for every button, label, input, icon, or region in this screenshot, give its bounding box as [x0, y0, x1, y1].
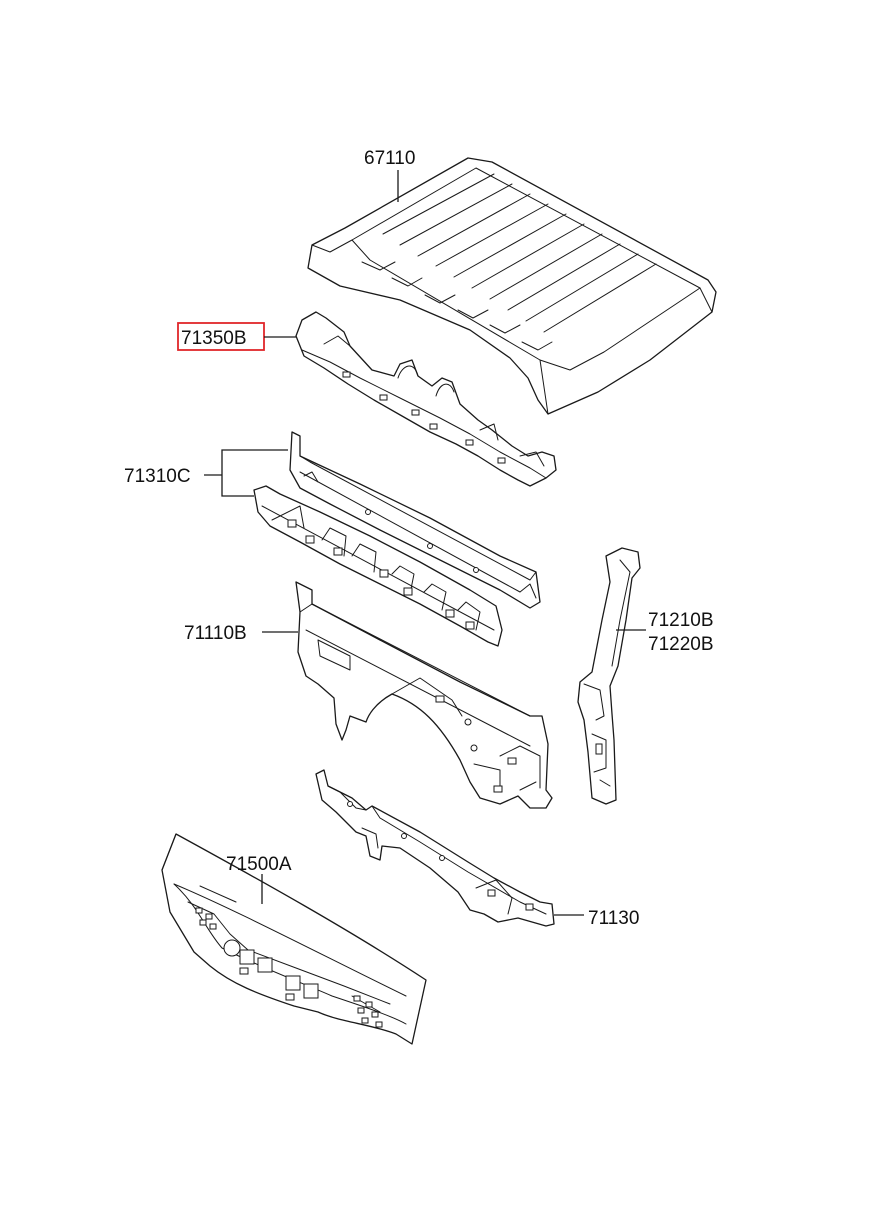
part-71110B-rear-panel[interactable] [295, 581, 553, 809]
leader-71310C [204, 449, 288, 497]
label-71500A[interactable]: 71500A [226, 854, 292, 875]
label-71110B[interactable]: 71110B [184, 623, 247, 644]
label-71130[interactable]: 71130 [588, 908, 639, 929]
label-71210B[interactable]: 71210B [648, 610, 714, 631]
label-71310C[interactable]: 71310C [124, 466, 191, 487]
part-71350B-crossmember[interactable] [295, 311, 557, 487]
part-71310C-upper-rail[interactable] [289, 431, 541, 609]
part-71210B-71220B-pillar[interactable] [577, 547, 641, 805]
label-67110[interactable]: 67110 [364, 148, 415, 169]
part-71130-lower-member[interactable] [315, 769, 555, 927]
label-71220B[interactable]: 71220B [648, 634, 714, 655]
part-67110-panel[interactable] [307, 157, 717, 415]
label-71350B[interactable]: 71350B [181, 328, 247, 349]
part-71500A-back-panel[interactable] [161, 833, 427, 1045]
part-71310C-lower-rail[interactable] [253, 485, 503, 647]
